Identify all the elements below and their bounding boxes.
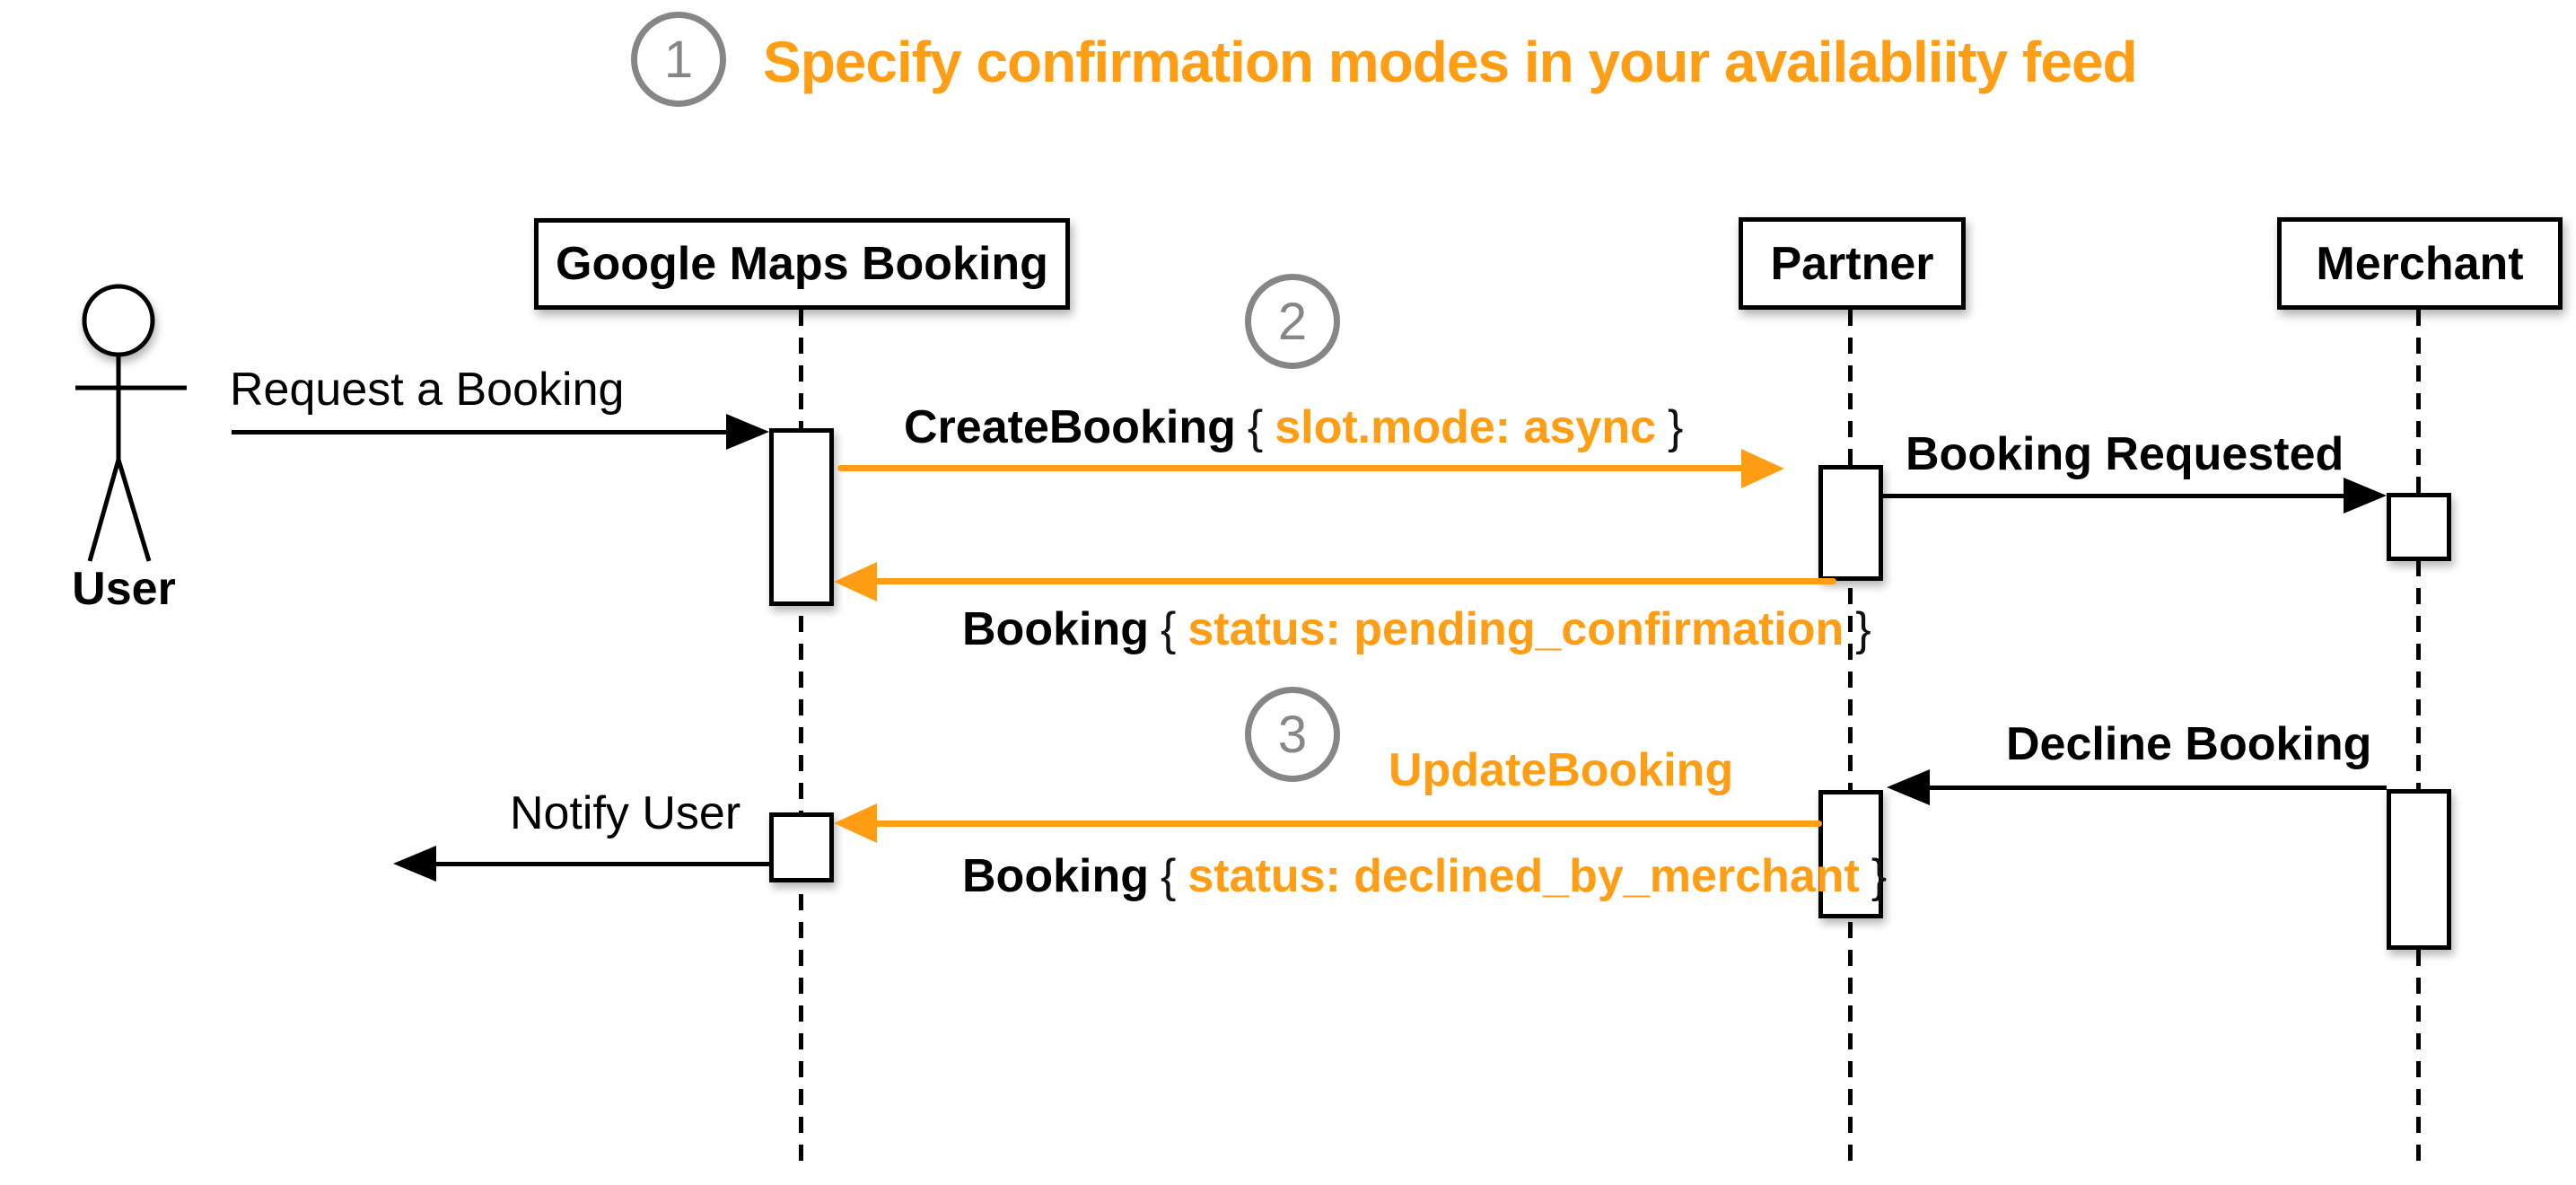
actor-label-user: User xyxy=(72,563,176,615)
user-figure-icon xyxy=(75,284,187,562)
step-2-number: 2 xyxy=(1277,292,1308,351)
activation-merchant-2 xyxy=(2387,789,2451,950)
activation-gmb-1 xyxy=(769,428,834,606)
msg-booking-pending-arrowhead xyxy=(834,562,877,601)
msg-booking-declined-method: Booking xyxy=(962,850,1149,902)
msg-notify-user-label: Notify User xyxy=(510,787,741,839)
step-1-badge: 1 xyxy=(631,12,726,107)
actor-label-merchant: Merchant xyxy=(2316,237,2524,290)
lifeline-partner xyxy=(1848,310,1853,1164)
step-1-number: 1 xyxy=(663,30,694,89)
activation-gmb-2 xyxy=(769,812,834,882)
msg-create-booking-param: slot.mode: async xyxy=(1275,401,1657,453)
msg-update-booking-arrowhead xyxy=(834,803,877,843)
activation-partner-1 xyxy=(1818,465,1883,581)
step-3-number: 3 xyxy=(1277,705,1308,764)
msg-booking-pending-brace-open: { xyxy=(1160,603,1177,655)
step-2-badge: 2 xyxy=(1245,274,1340,369)
msg-booking-declined-param: status: declined_by_merchant xyxy=(1187,850,1860,902)
msg-booking-requested-arrowhead xyxy=(2344,478,2387,514)
msg-booking-pending-brace-close: } xyxy=(1855,603,1871,655)
step-3-badge: 3 xyxy=(1245,687,1340,782)
msg-create-booking-label: CreateBooking{slot.mode: async} xyxy=(904,402,1695,452)
msg-request-booking-label: Request a Booking xyxy=(230,364,625,416)
msg-notify-user-arrowhead xyxy=(393,846,436,882)
msg-create-booking-line xyxy=(837,465,1744,471)
lifeline-merchant xyxy=(2416,310,2421,1164)
activation-merchant-1 xyxy=(2387,493,2451,561)
msg-booking-requested-label: Booking Requested xyxy=(1906,428,2344,480)
msg-notify-user-line xyxy=(434,862,772,866)
actor-box-google-maps-booking: Google Maps Booking xyxy=(534,218,1070,310)
msg-create-booking-brace-close: } xyxy=(1668,401,1684,453)
msg-decline-booking-arrowhead xyxy=(1887,769,1930,805)
msg-booking-pending-method: Booking xyxy=(962,603,1149,655)
activation-partner-2 xyxy=(1818,790,1883,918)
actor-box-merchant: Merchant xyxy=(2277,217,2563,310)
lifeline-google-maps-booking xyxy=(799,310,803,1164)
actor-box-partner: Partner xyxy=(1739,217,1966,310)
msg-decline-booking-line xyxy=(1928,786,2387,790)
msg-request-booking-line xyxy=(232,430,728,434)
msg-create-booking-method: CreateBooking xyxy=(904,401,1236,453)
msg-decline-booking-label: Decline Booking xyxy=(2006,718,2372,770)
msg-booking-pending-line xyxy=(875,578,1836,584)
msg-booking-pending-label: Booking{status: pending_confirmation} xyxy=(962,604,1883,654)
msg-booking-pending-param: status: pending_confirmation xyxy=(1187,603,1844,655)
actor-label-google-maps-booking: Google Maps Booking xyxy=(556,238,1048,290)
msg-booking-declined-label: Booking{status: declined_by_merchant} xyxy=(962,851,1898,901)
msg-booking-requested-line xyxy=(1883,494,2344,498)
msg-booking-declined-brace-open: { xyxy=(1160,850,1177,902)
msg-booking-declined-brace-close: } xyxy=(1871,850,1888,902)
msg-update-booking-line xyxy=(875,821,1822,827)
msg-request-booking-arrowhead xyxy=(726,414,769,450)
msg-update-booking-label: UpdateBooking xyxy=(1389,744,1734,796)
msg-create-booking-arrowhead xyxy=(1741,449,1784,488)
actor-label-partner: Partner xyxy=(1770,237,1934,290)
diagram-title: Specify confirmation modes in your avail… xyxy=(763,30,2138,94)
msg-create-booking-brace-open: { xyxy=(1247,401,1264,453)
